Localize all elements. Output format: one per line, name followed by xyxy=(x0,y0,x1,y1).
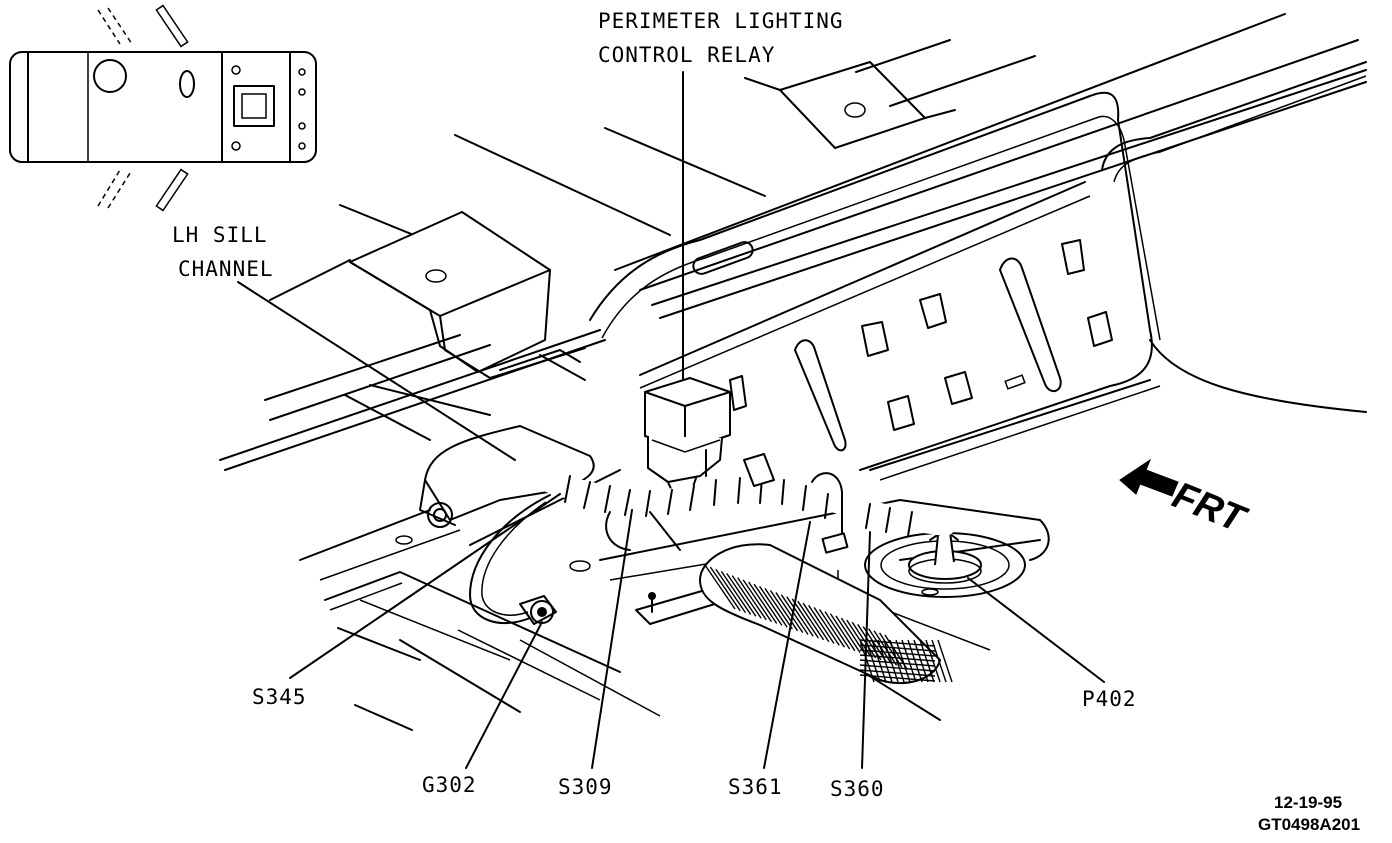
floor-structure xyxy=(219,13,1367,731)
frt-label: FRT xyxy=(1167,474,1253,541)
front-direction-arrow: FRT xyxy=(1119,458,1253,542)
s345-label: S345 xyxy=(252,685,307,709)
s360-label: S360 xyxy=(830,777,885,801)
s309-label: S309 xyxy=(558,775,613,799)
drawing-reference: 12-19-95 GT0498A201 xyxy=(1258,793,1360,834)
harness-tape-wraps xyxy=(564,475,913,537)
relay-label-line2: CONTROL RELAY xyxy=(598,43,775,67)
vehicle-locator-inset xyxy=(9,4,317,212)
callout-labels: PERIMETER LIGHTING CONTROL RELAY LH SILL… xyxy=(172,9,1137,801)
callout-leaders xyxy=(237,71,1105,769)
g302-label: G302 xyxy=(422,773,477,797)
perimeter-lighting-relay xyxy=(644,377,731,499)
sill-label-line1: LH SILL xyxy=(172,223,268,247)
sill-label-line2: CHANNEL xyxy=(178,257,274,281)
reference-code: GT0498A201 xyxy=(1258,815,1360,834)
relay-label-line1: PERIMETER LIGHTING xyxy=(598,9,844,33)
p402-label: P402 xyxy=(1082,687,1137,711)
reference-date: 12-19-95 xyxy=(1274,793,1342,812)
s361-label: S361 xyxy=(728,775,783,799)
